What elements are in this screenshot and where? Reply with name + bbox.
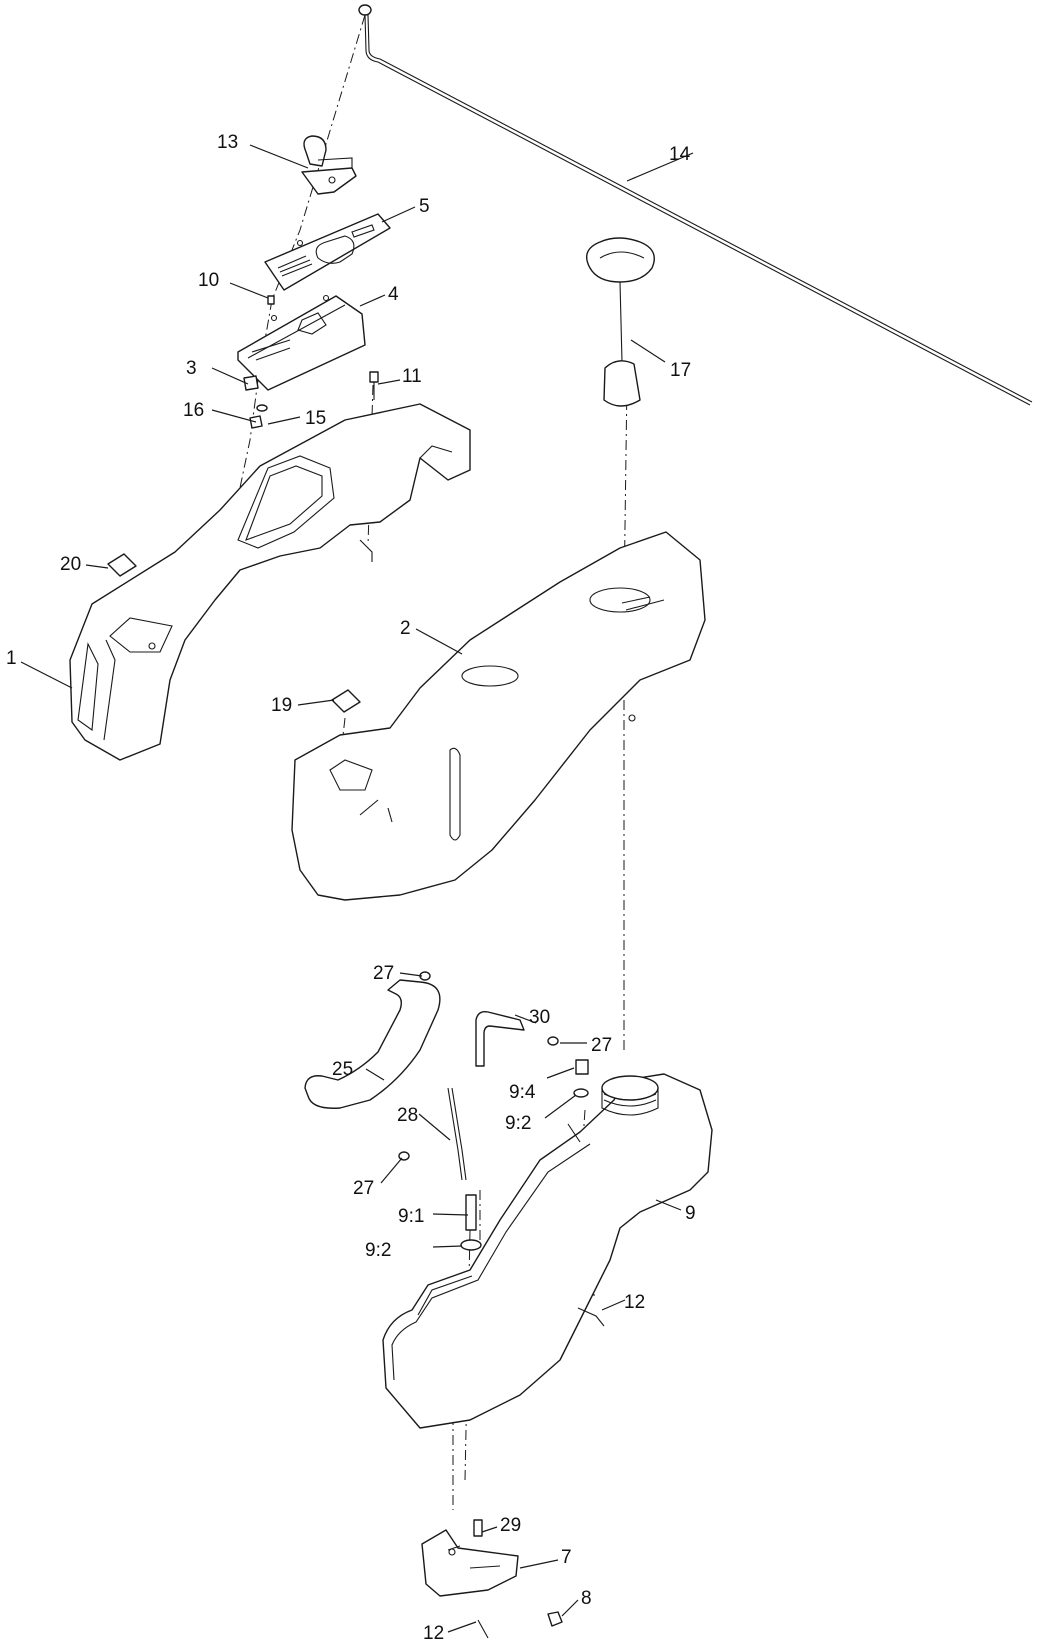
leader-lines <box>20 144 694 1633</box>
callout-9: 9 <box>685 1203 696 1224</box>
callout-12a: 12 <box>624 1292 645 1313</box>
callout-29: 29 <box>500 1515 521 1536</box>
callout-13: 13 <box>217 132 238 153</box>
callout-27b: 27 <box>591 1035 612 1056</box>
callout-4: 4 <box>388 284 399 305</box>
callout-5: 5 <box>419 196 430 217</box>
hose-part-25 <box>304 971 441 1161</box>
callout-11: 11 <box>402 366 422 387</box>
callout-19: 19 <box>271 695 292 716</box>
callout-17: 17 <box>670 360 691 381</box>
rod-part-14 <box>358 4 1033 406</box>
small-hardware <box>243 295 379 429</box>
decal-part-5 <box>264 213 391 291</box>
callout-25: 25 <box>332 1059 353 1080</box>
callout-20: 20 <box>60 554 81 575</box>
callout-9-2a: 9:2 <box>505 1113 531 1134</box>
callout-28: 28 <box>397 1105 418 1126</box>
shroud-part-1 <box>69 403 471 761</box>
vent-tube-part-30 <box>460 1010 589 1251</box>
callout-8: 8 <box>581 1588 592 1609</box>
tank-cover-part-2 <box>291 531 706 901</box>
callout-10: 10 <box>198 270 219 291</box>
callout-1: 1 <box>6 648 17 669</box>
callout-12b: 12 <box>423 1623 444 1642</box>
callout-14: 14 <box>669 144 691 165</box>
callout-9-1: 9:1 <box>398 1206 424 1227</box>
callout-labels: 13 14 5 10 4 3 11 17 16 15 20 1 2 19 27 … <box>6 132 696 1642</box>
pin-parts-12 <box>477 1307 605 1639</box>
fuel-tank-part-9 <box>382 1073 713 1429</box>
callout-16: 16 <box>183 400 204 421</box>
callout-30: 30 <box>529 1007 550 1028</box>
callout-27a: 27 <box>373 963 394 984</box>
callout-27c: 27 <box>353 1178 374 1199</box>
callout-3: 3 <box>186 358 197 379</box>
callout-9-4: 9:4 <box>509 1082 536 1103</box>
callout-7: 7 <box>561 1547 572 1568</box>
strap-part-28 <box>447 1087 467 1181</box>
lever-part-13 <box>301 135 357 195</box>
bracket-part-7 <box>421 1519 563 1627</box>
plate-part-4 <box>237 294 366 391</box>
fuel-cap-part-17 <box>586 237 655 407</box>
callout-9-2b: 9:2 <box>365 1240 391 1261</box>
callout-2: 2 <box>400 618 411 639</box>
pad-parts <box>107 553 361 713</box>
callout-15: 15 <box>305 408 326 429</box>
